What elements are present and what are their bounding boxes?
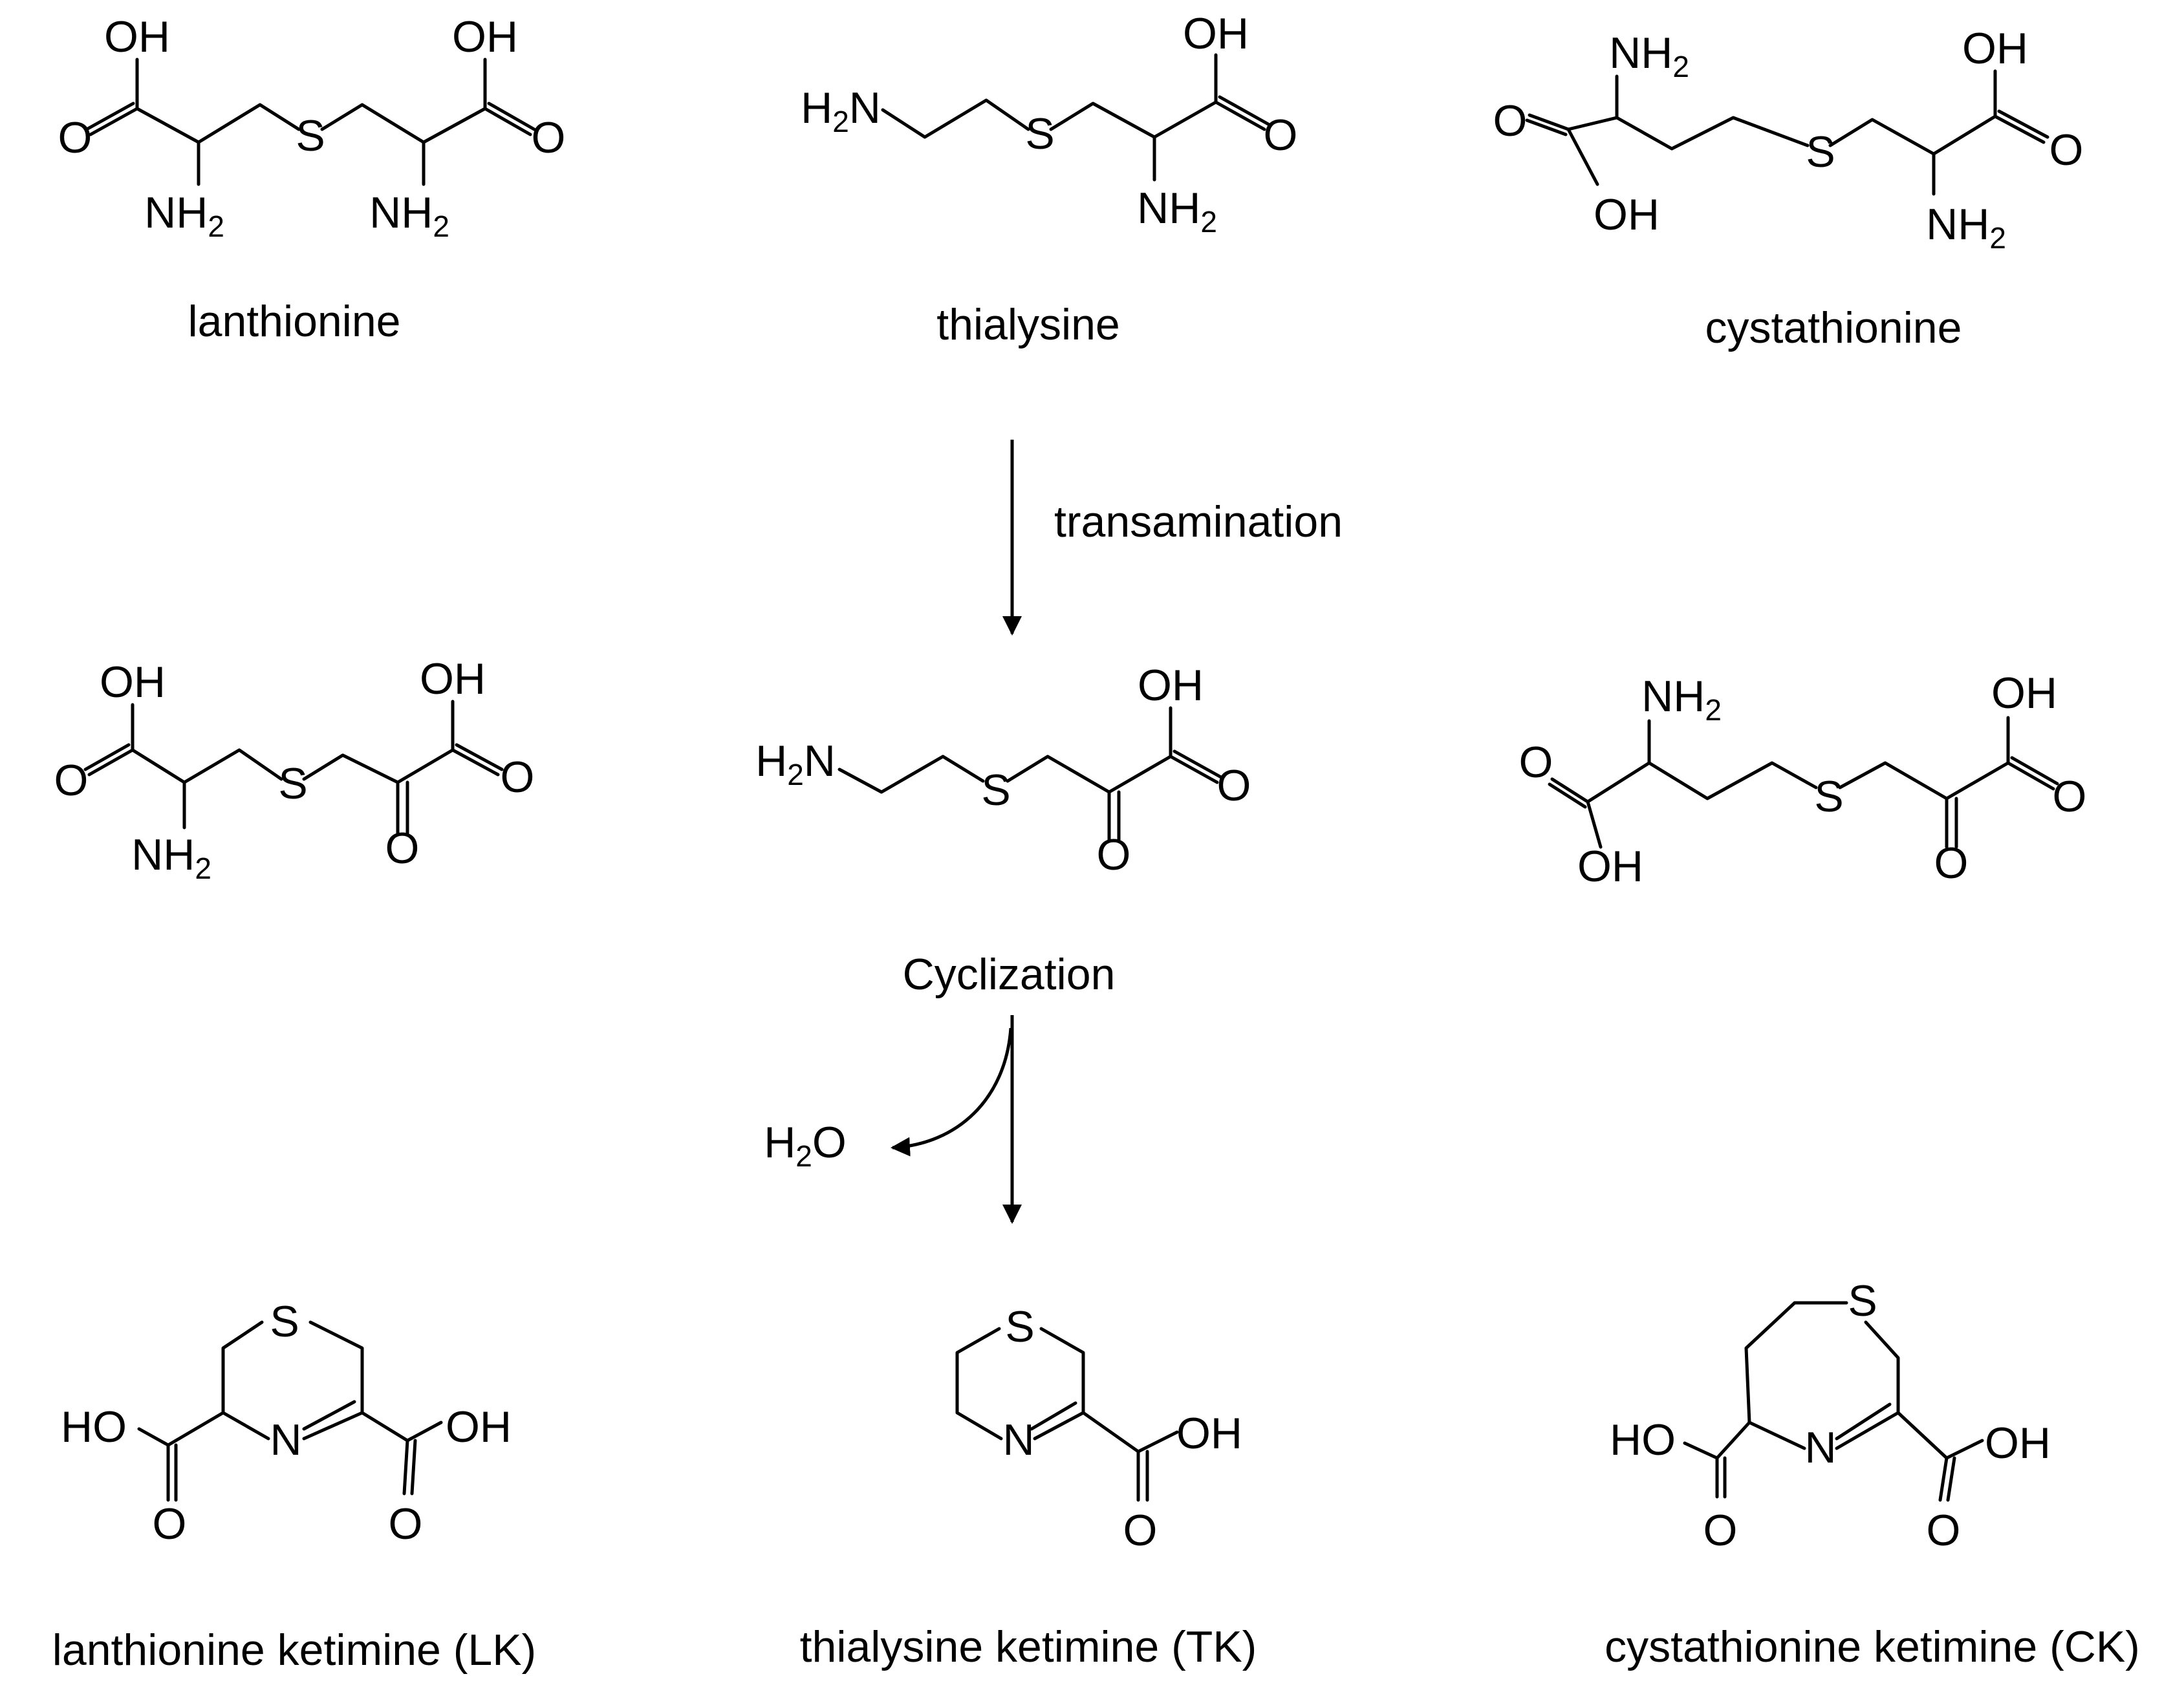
s-label: S xyxy=(981,766,1010,815)
nh2-label: NH2 xyxy=(369,188,449,243)
o-label: O xyxy=(2053,772,2087,821)
transamination-label: transamination xyxy=(1054,497,1343,546)
o-label: O xyxy=(1217,761,1251,810)
h2n-label: H2N xyxy=(801,83,881,138)
oh-label: OH xyxy=(452,12,518,61)
n-label: N xyxy=(1804,1423,1836,1472)
oh-label: OH xyxy=(1594,190,1660,239)
s-label: S xyxy=(270,1297,299,1346)
cystathionine-label: cystathionine xyxy=(1705,303,1962,352)
oh-label: OH xyxy=(1577,842,1643,891)
o-label: O xyxy=(1123,1506,1158,1555)
o-label: O xyxy=(501,753,535,802)
ck-structure: S N HO O OH O xyxy=(1610,1276,2051,1555)
o-label: O xyxy=(2049,125,2084,175)
cystathionine-keto-acid-structure: NH2 O OH S OH O O xyxy=(1519,669,2087,891)
water-release-arrow xyxy=(891,1027,1013,1157)
oh-label: OH xyxy=(1176,1409,1242,1458)
h2n-label: H2N xyxy=(755,736,836,791)
o-label: O xyxy=(532,113,566,162)
o-label: O xyxy=(1264,111,1298,160)
o-label: O xyxy=(1097,830,1131,879)
n-label: N xyxy=(1002,1415,1034,1464)
cyclization-label: Cyclization xyxy=(903,950,1116,999)
oh-label: OH xyxy=(100,658,166,707)
ck-label: cystathionine ketimine (CK) xyxy=(1605,1622,2140,1671)
nh2-label: NH2 xyxy=(1609,28,1689,83)
lk-structure: S N HO O OH O xyxy=(61,1297,512,1549)
oh-label: OH xyxy=(1962,24,2028,73)
oh-label: OH xyxy=(420,654,486,703)
tk-label: thialysine ketimine (TK) xyxy=(800,1622,1257,1671)
lanthionine-structure: OH O S OH O NH2 NH2 xyxy=(58,12,566,243)
lanthionine-keto-acid-structure: OH O S OH O O NH2 xyxy=(54,654,535,885)
o-label: O xyxy=(54,756,89,805)
thialysine-label: thialysine xyxy=(936,300,1120,349)
o-label: O xyxy=(1519,738,1553,787)
nh2-label: NH2 xyxy=(1641,672,1722,727)
thialysine-structure: H2N S OH O NH2 xyxy=(801,9,1297,239)
o-label: O xyxy=(153,1499,187,1549)
nh2-label: NH2 xyxy=(1137,184,1217,239)
thialysine-keto-acid-structure: H2N S OH O O xyxy=(755,661,1251,879)
n-label: N xyxy=(270,1415,301,1464)
s-label: S xyxy=(1848,1276,1877,1325)
lk-label: lanthionine ketimine (LK) xyxy=(52,1625,536,1675)
oh-label: OH xyxy=(1991,669,2057,718)
s-label: S xyxy=(1005,1302,1034,1351)
s-label: S xyxy=(296,111,325,160)
oh-label: OH xyxy=(104,12,170,61)
s-label: S xyxy=(1814,772,1843,821)
cystathionine-structure: NH2 O OH S OH O NH2 xyxy=(1493,24,2084,255)
oh-label: OH xyxy=(1183,9,1249,58)
oh-label: OH xyxy=(1985,1419,2051,1468)
oh-label: OH xyxy=(446,1402,512,1452)
o-label: O xyxy=(389,1499,423,1549)
s-label: S xyxy=(1025,109,1054,158)
o-label: O xyxy=(385,824,420,873)
water-label: H2O xyxy=(764,1118,847,1173)
ho-label: HO xyxy=(61,1402,127,1452)
lanthionine-label: lanthionine xyxy=(188,297,401,346)
s-label: S xyxy=(1806,127,1835,177)
tk-structure: S N OH O xyxy=(955,1302,1242,1555)
nh2-label: NH2 xyxy=(144,188,224,243)
s-label: S xyxy=(278,759,307,808)
o-label: O xyxy=(58,113,92,162)
ho-label: HO xyxy=(1610,1415,1676,1464)
o-label: O xyxy=(1703,1506,1738,1555)
o-label: O xyxy=(1493,96,1528,145)
nh2-label: NH2 xyxy=(131,830,211,885)
oh-label: OH xyxy=(1138,661,1204,710)
o-label: O xyxy=(1927,1506,1961,1555)
o-label: O xyxy=(1934,839,1969,888)
nh2-label: NH2 xyxy=(1926,200,2006,255)
